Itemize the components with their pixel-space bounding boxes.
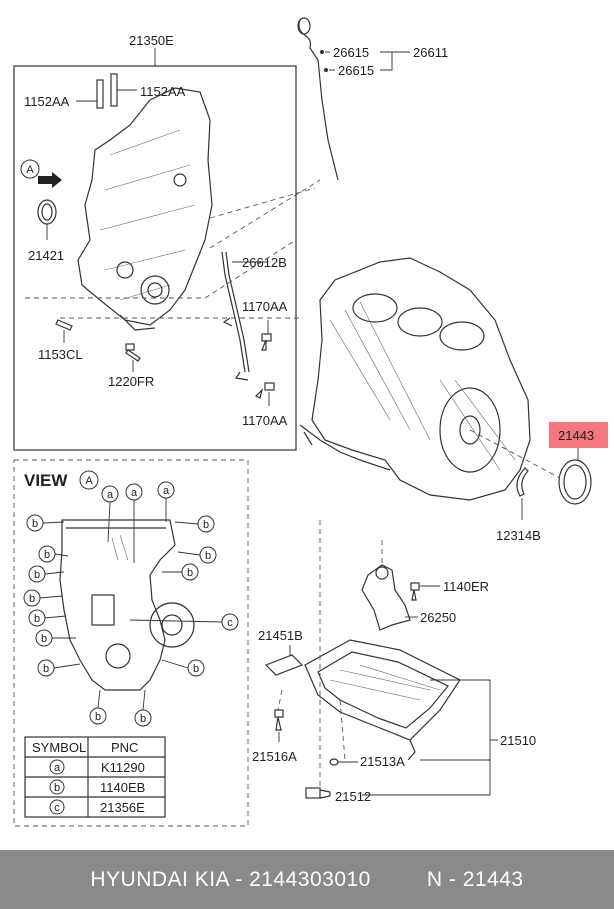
timing-cover: [77, 87, 213, 331]
label-bracket: 21451B: [258, 628, 303, 643]
svg-text:b: b: [205, 550, 211, 562]
svg-text:b: b: [43, 663, 49, 675]
bolt-21516a: [274, 709, 284, 742]
symbol-table: SYMBOL PNC a K11290 b 1140EB c 21356E: [24, 736, 166, 818]
rear-oil-seal-21443: [558, 448, 592, 505]
table-row-symbol: a: [54, 762, 61, 774]
view-arrow: A: [20, 159, 62, 188]
gasket-21513a: [329, 758, 358, 766]
oil-strainer: [361, 540, 411, 631]
svg-text:b: b: [140, 713, 146, 725]
cylinder-block: [299, 257, 531, 501]
marker-a-1: a: [101, 485, 119, 543]
label-seal-21421: 21421: [28, 248, 64, 263]
svg-text:a: a: [163, 485, 170, 497]
marker-a-2: a: [125, 483, 143, 563]
svg-text:b: b: [203, 519, 209, 531]
view-a-frame: [13, 459, 249, 827]
marker-c: c: [129, 613, 239, 631]
label-stud-b: 1152AA: [140, 84, 186, 99]
parts-diagram: 21350E 1152AA 1152AA A 21421 1153CL: [13, 17, 608, 827]
table-row-pnc: 1140EB: [100, 780, 145, 795]
svg-text:c: c: [227, 617, 233, 629]
bolt-1170aa-b: [254, 382, 275, 406]
label-oil-pan: 21510: [500, 733, 536, 748]
seal-21421: [37, 199, 57, 240]
svg-text:b: b: [32, 518, 38, 530]
svg-text:a: a: [131, 487, 138, 499]
svg-text:b: b: [193, 663, 199, 675]
bracket-21451b: [264, 645, 304, 676]
label-stud-a: 1152AA: [24, 94, 70, 109]
svg-text:b: b: [95, 711, 101, 723]
footer-brand-part-number: HYUNDAI KIA - 2144303010: [90, 867, 371, 891]
dipstick: [297, 17, 339, 181]
label-cover-group: 21350E: [129, 33, 174, 48]
stud-1152aa: [76, 73, 137, 109]
label-drain-plug: 21512: [335, 789, 371, 804]
oil-pan: [304, 639, 461, 761]
label-dipstick-a: 26615: [333, 45, 369, 60]
label-gasket: 21513A: [360, 754, 405, 769]
table-row-symbol: b: [54, 782, 60, 794]
markers-b-left: b b b b b b b b b: [23, 514, 152, 727]
dipstick-guide: [221, 251, 268, 381]
view-title: VIEW: [24, 471, 68, 490]
dowel-1153cl: [55, 319, 73, 343]
label-dipstick-guide: 26612B: [242, 255, 287, 270]
svg-text:b: b: [34, 569, 40, 581]
label-plate: 12314B: [496, 528, 541, 543]
svg-text:b: b: [41, 633, 47, 645]
bolt-1140er: [410, 582, 420, 601]
footer-pnc: N - 21443: [426, 867, 524, 891]
label-bolt-1220fr: 1220FR: [108, 374, 154, 389]
label-dowel: 1153CL: [38, 347, 83, 362]
label-strainer: 26250: [420, 610, 456, 625]
view-letter: A: [85, 475, 93, 487]
label-bolt-1170aa-a: 1170AA: [242, 299, 288, 314]
label-bolt-1140er: 1140ER: [443, 579, 489, 594]
footer-bar: HYUNDAI KIA - 2144303010 N - 21443: [0, 850, 614, 909]
svg-text:a: a: [107, 489, 114, 501]
label-bolt-1170aa-b: 1170AA: [242, 413, 288, 428]
highlight-box-21443: [549, 422, 608, 448]
plate-12314b: [516, 467, 529, 520]
svg-text:b: b: [187, 567, 193, 579]
table-header-symbol: SYMBOL: [32, 740, 86, 755]
drain-plug-21512: [305, 787, 331, 799]
svg-text:b: b: [34, 613, 40, 625]
markers-b-right: b b b b: [161, 515, 217, 677]
label-dipstick-b: 26615: [338, 63, 374, 78]
svg-text:b: b: [44, 549, 50, 561]
table-row-pnc: 21356E: [100, 800, 145, 815]
table-header-pnc: PNC: [111, 740, 138, 755]
table-row-pnc: K11290: [101, 760, 145, 775]
bolt-1170aa-a: [261, 320, 272, 351]
view-arrow-letter: A: [26, 164, 34, 176]
marker-a-3: a: [157, 481, 175, 522]
bolt-1220fr: [125, 343, 141, 372]
svg-text:b: b: [29, 593, 35, 605]
label-bolt-21516a: 21516A: [252, 749, 297, 764]
label-highlight-seal: 21443: [558, 428, 594, 443]
table-row-symbol: c: [54, 802, 60, 814]
view-cover-outline: [59, 519, 195, 691]
label-dipstick-assy: 26611: [413, 45, 448, 60]
